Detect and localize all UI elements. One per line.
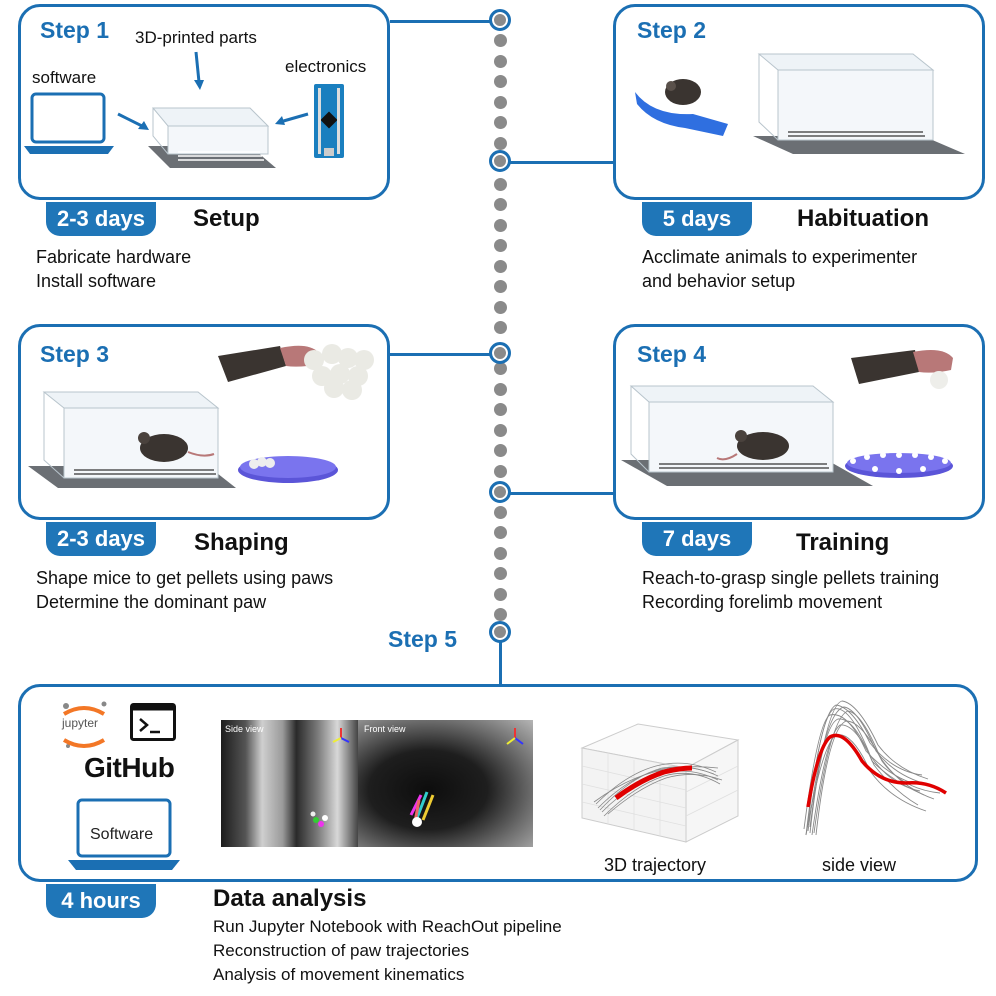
paw-keypoints-icon	[409, 791, 435, 827]
jupyter-logo-icon	[62, 701, 107, 748]
habituation-illustration	[635, 53, 965, 154]
step4-desc-1: Reach-to-grasp single pellets training	[642, 568, 940, 588]
timeline-dot	[493, 382, 507, 396]
step5-desc-2: Reconstruction of paw trajectories	[213, 941, 470, 960]
front-view-video-frame	[358, 720, 533, 847]
step2-title: Habituation	[797, 205, 929, 232]
timeline-node	[489, 9, 511, 31]
step4-duration-badge: 7 days	[642, 522, 752, 556]
step5-desc-3: Analysis of movement kinematics	[213, 965, 465, 984]
terminal-icon	[130, 703, 176, 741]
timeline-dot	[493, 259, 507, 273]
shaping-illustration	[28, 344, 374, 488]
front-view-video-label: Front view	[364, 724, 406, 734]
step3-desc-2: Determine the dominant paw	[36, 592, 267, 612]
training-illustration	[621, 350, 953, 486]
step3-label: Step 3	[40, 341, 110, 367]
timeline-dot	[493, 280, 507, 293]
electronics-label: electronics	[285, 57, 367, 76]
step2-desc-1: Acclimate animals to experimenter	[642, 247, 918, 267]
timeline-dot	[493, 198, 507, 211]
step1-title: Setup	[193, 205, 260, 232]
behavior-box-icon	[28, 391, 236, 488]
connector-step2	[502, 161, 614, 164]
timeline-dot	[493, 567, 507, 580]
software-label: software	[32, 68, 97, 87]
timeline-dot	[493, 218, 507, 232]
paw-keypoints-icon	[310, 811, 328, 827]
connector-step5	[499, 640, 502, 686]
timeline-dot	[493, 444, 507, 457]
step2-label: Step 2	[637, 17, 707, 43]
gloved-hand-single-pellet-icon	[851, 350, 953, 389]
timeline-node	[489, 481, 511, 503]
step2-desc-2: and behavior setup	[642, 271, 796, 291]
traj3d-caption: 3D trajectory	[604, 855, 707, 875]
step4-label: Step 4	[637, 341, 707, 367]
timeline-dot	[493, 505, 507, 519]
timeline-dot	[493, 423, 507, 437]
step1-label: Step 1	[40, 17, 110, 43]
timeline-dot	[493, 546, 507, 560]
axis-gizmo-icon	[506, 728, 524, 745]
timeline-dot	[493, 300, 507, 314]
timeline-node	[489, 150, 511, 172]
timeline-dot	[493, 587, 507, 601]
arduino-board-icon	[314, 84, 344, 158]
parts-label: 3D-printed parts	[135, 28, 257, 47]
step3-desc-1: Shape mice to get pellets using paws	[36, 568, 334, 588]
timeline-dot	[493, 177, 507, 191]
step1-desc-2: Install software	[36, 271, 157, 291]
step1-desc-1: Fabricate hardware	[36, 247, 192, 267]
side-view-video-label: Side view	[225, 724, 264, 734]
sideview-caption: side view	[822, 855, 897, 875]
jupyter-label: jupyter	[62, 716, 99, 730]
mouse-icon	[138, 432, 215, 462]
hand-holding-mouse-icon	[635, 79, 728, 136]
laptop-icon	[24, 92, 114, 154]
setup-illustration	[24, 51, 344, 168]
timeline-dot	[493, 464, 507, 478]
timeline-dot	[493, 239, 507, 252]
trajectory-3d-plot	[580, 723, 740, 843]
mouse-icon	[716, 430, 789, 461]
pellet-dish-icon	[238, 456, 338, 483]
step3-title: Shaping	[194, 529, 289, 556]
pellet-dish-icon	[845, 452, 953, 478]
timeline-dot	[493, 116, 507, 129]
step4-desc-2: Recording forelimb movement	[642, 592, 883, 612]
timeline-dot	[493, 136, 507, 150]
connector-step3	[386, 353, 500, 356]
timeline-dot	[493, 95, 507, 109]
timeline-node	[489, 342, 511, 364]
step5-duration-badge: 4 hours	[46, 884, 156, 918]
step4-title: Training	[796, 529, 890, 556]
sideview-trajectory-plot	[803, 700, 947, 836]
software-button-label: Software	[90, 826, 154, 843]
timeline-dot	[493, 34, 507, 47]
step5-desc-1: Run Jupyter Notebook with ReachOut pipel…	[213, 917, 562, 936]
gloved-hand-pellets-icon	[218, 344, 374, 400]
step5-label: Step 5	[388, 626, 458, 652]
behavior-box-icon	[753, 53, 965, 154]
axis-gizmo-icon	[332, 728, 350, 743]
connector-step1	[390, 20, 500, 23]
step2-duration-badge: 5 days	[642, 202, 752, 236]
step3-duration-badge: 2-3 days	[46, 522, 156, 556]
connector-step4	[502, 492, 614, 495]
timeline-dot	[493, 608, 507, 621]
step5-title: Data analysis	[213, 885, 367, 912]
video-overlays	[310, 728, 524, 827]
timeline-dot	[493, 54, 507, 68]
laptop-icon	[68, 798, 180, 870]
timeline-dot	[493, 362, 507, 375]
behavior-box-icon	[148, 107, 276, 168]
github-label: GitHub	[84, 752, 175, 783]
timeline-dot	[493, 403, 507, 416]
timeline-dot	[493, 321, 507, 334]
timeline-dot	[493, 526, 507, 539]
step1-duration-badge: 2-3 days	[46, 202, 156, 236]
timeline-dot	[493, 75, 507, 88]
timeline-node	[489, 621, 511, 643]
